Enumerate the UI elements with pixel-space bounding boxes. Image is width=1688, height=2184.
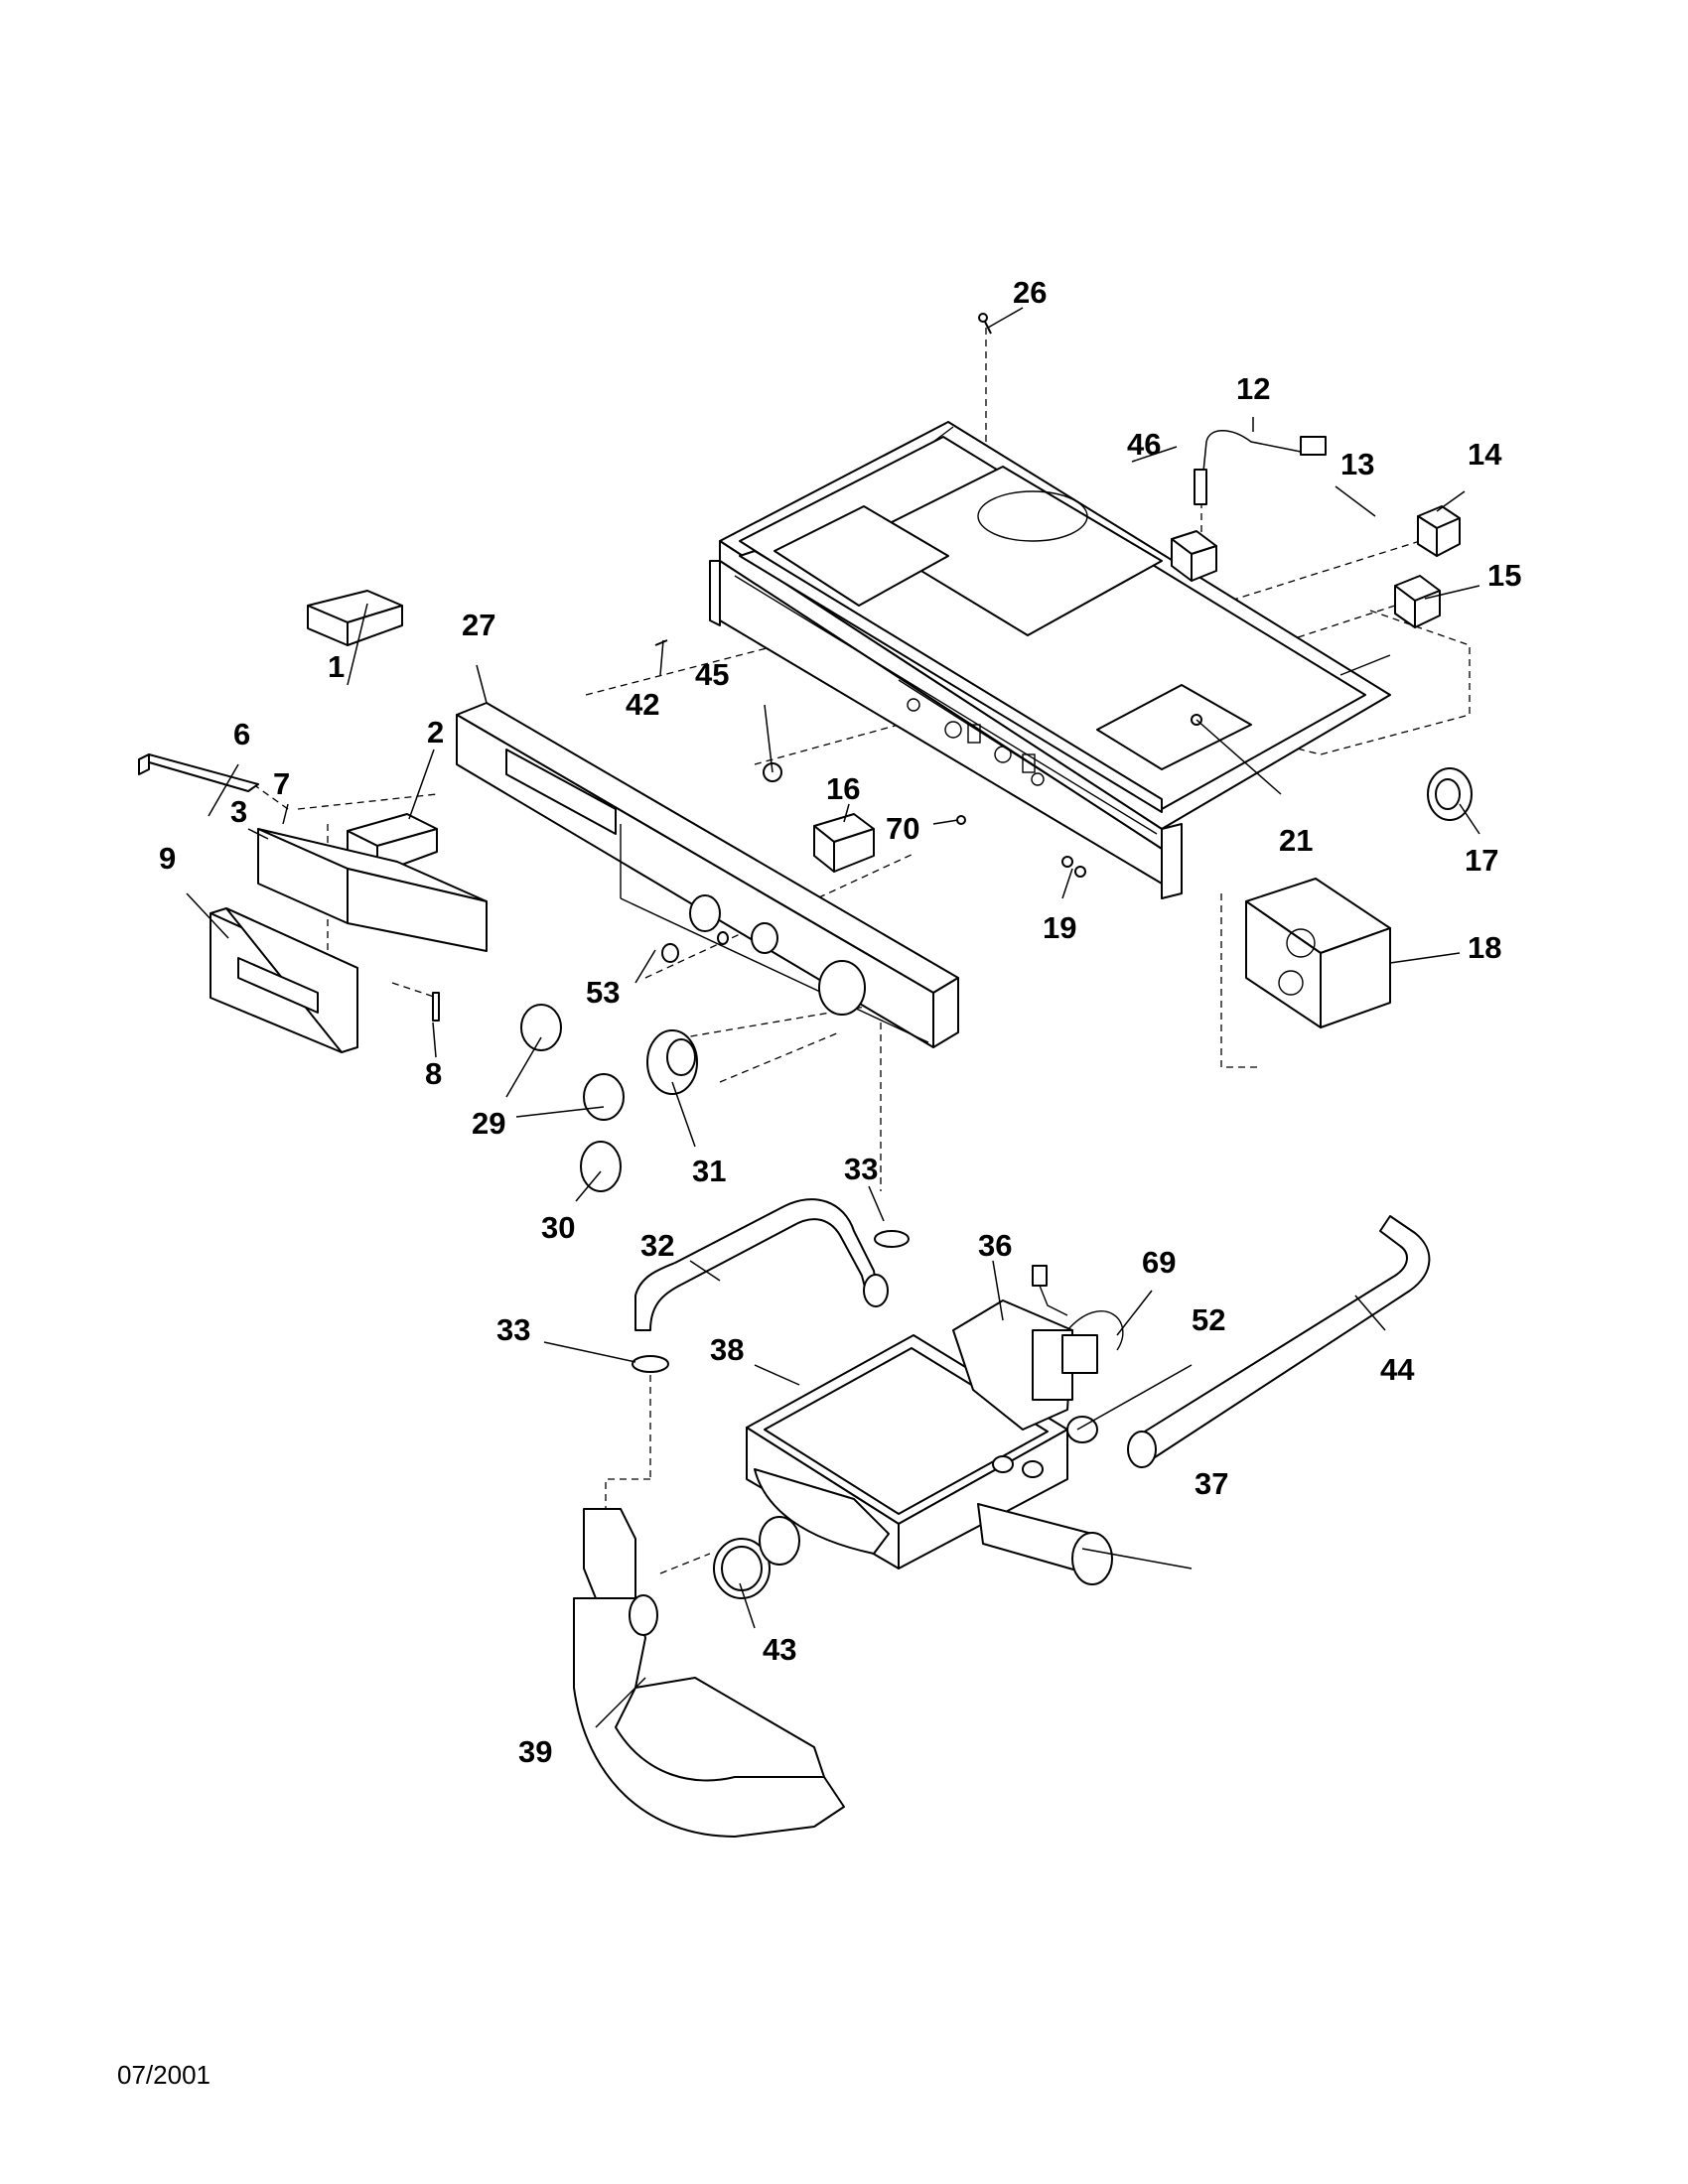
- drain-hose: [1127, 1215, 1431, 1468]
- callout-13: 13: [1340, 447, 1374, 481]
- callout-1: 1: [328, 649, 345, 684]
- leader-lines: [186, 307, 1480, 1728]
- callout-29: 29: [472, 1106, 505, 1141]
- callout-6: 6: [233, 717, 250, 751]
- callout-21: 21: [1279, 823, 1313, 858]
- callout-53: 53: [586, 975, 620, 1010]
- callout-12: 12: [1236, 371, 1270, 406]
- pump-assembly: [746, 1265, 1124, 1570]
- callout-33-bottom: 33: [496, 1312, 530, 1347]
- callout-38: 38: [710, 1332, 744, 1367]
- callout-30: 30: [541, 1210, 575, 1245]
- callout-9: 9: [159, 841, 176, 876]
- electrical-parts: [813, 430, 1473, 1028]
- callout-15: 15: [1487, 558, 1521, 593]
- callout-70: 70: [886, 811, 919, 846]
- hoses-clamps: [632, 1198, 910, 1373]
- callout-26: 26: [1013, 275, 1047, 310]
- callout-16: 16: [826, 771, 860, 806]
- callout-19: 19: [1043, 910, 1076, 945]
- callout-37: 37: [1195, 1466, 1228, 1501]
- callout-36: 36: [978, 1228, 1012, 1263]
- callout-7: 7: [273, 766, 290, 801]
- callout-3: 3: [230, 794, 247, 829]
- callout-39: 39: [518, 1734, 552, 1769]
- control-panel: [456, 702, 959, 1048]
- callout-46: 46: [1127, 427, 1161, 462]
- callout-18: 18: [1468, 930, 1501, 965]
- callout-2: 2: [427, 715, 444, 750]
- callout-8: 8: [425, 1056, 442, 1091]
- console-chassis: [709, 421, 1391, 899]
- callout-17: 17: [1465, 843, 1498, 878]
- callout-44: 44: [1380, 1352, 1415, 1387]
- callout-27: 27: [462, 608, 495, 642]
- callout-14: 14: [1468, 437, 1502, 472]
- callout-42: 42: [626, 687, 659, 722]
- callout-numbers: 1 2 3 6 7 8 9 12 13 14 15 16 17 18 19 21…: [159, 275, 1521, 1769]
- callout-32: 32: [640, 1228, 674, 1263]
- callout-43: 43: [763, 1632, 796, 1667]
- callout-31: 31: [692, 1154, 726, 1188]
- callout-69: 69: [1142, 1245, 1176, 1280]
- tub-outlet-boot: [573, 1508, 845, 1838]
- footer-date: 07/2001: [117, 2060, 211, 2090]
- callout-52: 52: [1192, 1302, 1225, 1337]
- callout-33-top: 33: [844, 1152, 878, 1186]
- callout-45: 45: [695, 657, 729, 692]
- dispenser-drawer: [138, 590, 488, 1053]
- pump-outlet-hose: [977, 1503, 1113, 1585]
